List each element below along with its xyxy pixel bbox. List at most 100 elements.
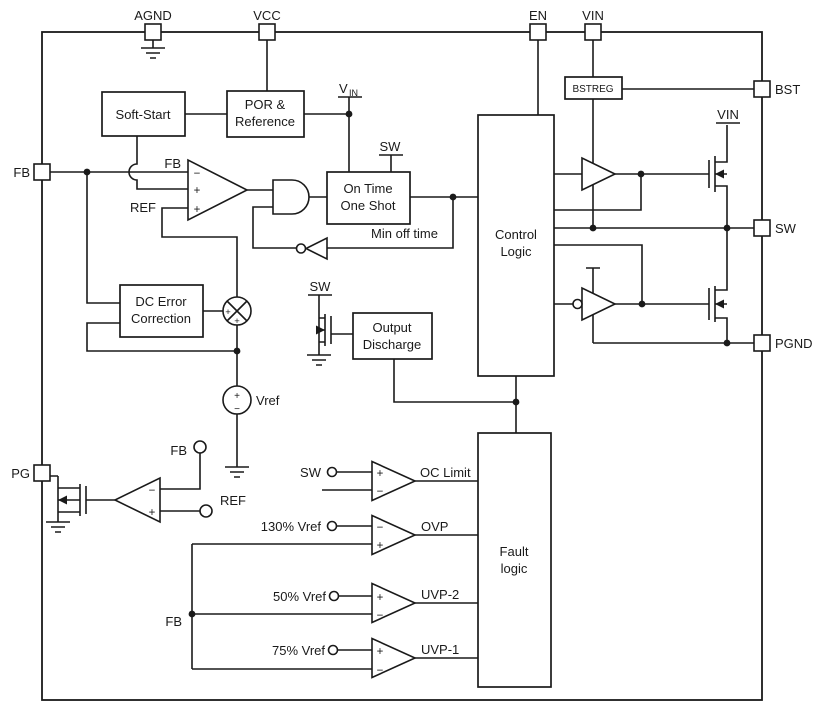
discharge-label-2: Discharge <box>363 337 422 352</box>
summing-node-wires <box>86 310 238 352</box>
on-time-one-shot-block <box>326 171 411 225</box>
ref-wire <box>161 207 238 297</box>
oc-plus: + <box>377 468 384 480</box>
ic-boundary <box>41 31 763 701</box>
low-side-mosfet <box>708 228 728 343</box>
fault-input-wires <box>191 471 372 670</box>
summing-plus-left: + <box>225 307 231 318</box>
uvp1-comparator <box>371 637 417 679</box>
pgnd-pin <box>753 334 771 352</box>
hs-gate-sense-wire <box>554 174 642 211</box>
sw-pin-label: SW <box>775 221 797 236</box>
fault-logic-label-1: Fault <box>500 544 529 559</box>
uvp1-minus: − <box>377 665 384 677</box>
uvp1-label: UVP-1 <box>421 642 459 657</box>
sw-pin <box>753 219 771 237</box>
vcc-pin-label: VCC <box>253 8 280 23</box>
oc-minus: − <box>377 486 384 498</box>
vin-rail-label: V <box>339 81 348 96</box>
oc-limit-label: OC Limit <box>420 465 471 480</box>
uvp1-threshold-label: 75% Vref <box>272 643 325 658</box>
sw-rail-oneshot-wire <box>379 154 403 172</box>
uvp2-threshold-label: 50% Vref <box>273 589 326 604</box>
wiring <box>41 31 763 701</box>
pg-fb-label: FB <box>170 443 187 458</box>
fb-pin <box>33 163 51 181</box>
por-reference-block <box>226 90 305 138</box>
vref-minus: − <box>234 404 240 415</box>
agnd-ground-symbol <box>141 40 165 59</box>
bstreg-block <box>564 76 623 100</box>
vcc-pin <box>258 23 276 41</box>
uvp2-plus: + <box>377 592 384 604</box>
and-gate <box>272 179 310 215</box>
vref-plus: + <box>234 391 240 402</box>
summing-node <box>222 296 252 326</box>
dc-error-label-2: Correction <box>131 311 191 326</box>
uvp2-comparator <box>371 582 417 624</box>
agnd-pin-label: AGND <box>134 8 172 23</box>
fb-branch-down-wire <box>86 172 120 304</box>
vin-rail-label-sub: IN <box>349 88 358 98</box>
pg-pin <box>33 464 51 482</box>
junction-dots <box>83 110 731 618</box>
ls-driver-bubble <box>572 298 583 310</box>
oneshot-label-2: One Shot <box>341 198 396 213</box>
ovp-label: OVP <box>421 519 448 534</box>
vin-rail-hsfet-label: VIN <box>717 107 739 122</box>
dc-error-correction-block <box>119 284 204 338</box>
min-off-feedback-wire <box>252 197 454 249</box>
uvp2-label: UVP-2 <box>421 587 459 602</box>
pg-comp-plus: + <box>149 507 156 519</box>
bstreg-label: BSTREG <box>572 84 613 95</box>
error-comp-plus1: + <box>194 185 201 197</box>
error-comp-plus2: + <box>194 204 201 216</box>
vin-rail-oneshot-wire <box>304 96 362 172</box>
output-discharge-block <box>352 312 433 360</box>
fault-logic-label-2: logic <box>501 561 528 576</box>
error-comp-minus: − <box>194 168 201 180</box>
en-pin <box>529 23 547 41</box>
min-off-time-label: Min off time <box>371 226 438 241</box>
fault-output-wires <box>415 480 478 659</box>
pg-comparator-in-wires <box>160 453 201 512</box>
control-logic-block <box>477 114 555 377</box>
uvp2-minus: − <box>377 610 384 622</box>
softstart-to-comparator-wire <box>128 136 188 190</box>
soft-start-label: Soft-Start <box>116 107 171 122</box>
oc-sw-terminal <box>326 466 338 478</box>
pg-comp-minus: − <box>149 485 156 497</box>
high-side-mosfet <box>708 122 740 228</box>
low-side-driver <box>572 286 617 322</box>
high-side-driver <box>581 156 617 192</box>
vin-pin-label: VIN <box>582 8 604 23</box>
agnd-pin <box>144 23 162 41</box>
inverter-bubble <box>295 243 307 254</box>
comparator-fb-label: FB <box>164 156 181 171</box>
output-discharge-mosfet <box>307 294 353 366</box>
pg-ref-terminal <box>199 504 213 518</box>
vref-wires <box>225 351 249 478</box>
pg-body-arrow <box>58 495 67 505</box>
discharge-body-arrow <box>316 325 325 335</box>
ovp-threshold-terminal <box>326 520 338 532</box>
error-comparator <box>187 158 249 222</box>
discharge-label-1: Output <box>372 320 411 335</box>
control-logic-label-2: Logic <box>500 244 532 259</box>
vref-source-label: Vref <box>256 393 280 408</box>
pg-comparator <box>113 476 161 524</box>
soft-start-block <box>101 91 186 137</box>
por-label-2: Reference <box>235 114 295 129</box>
oneshot-label-1: On Time <box>343 181 392 196</box>
min-off-time-inverter <box>295 236 328 261</box>
oc-sw-label: SW <box>300 465 322 480</box>
fault-logic-block <box>477 432 552 688</box>
uvp2-threshold-terminal <box>328 590 340 602</box>
fault-fb-label: FB <box>165 614 182 629</box>
por-label-1: POR & <box>245 97 286 112</box>
ls-body-arrow <box>715 299 724 309</box>
ovp-comparator <box>371 514 417 556</box>
en-pin-label: EN <box>529 8 547 23</box>
